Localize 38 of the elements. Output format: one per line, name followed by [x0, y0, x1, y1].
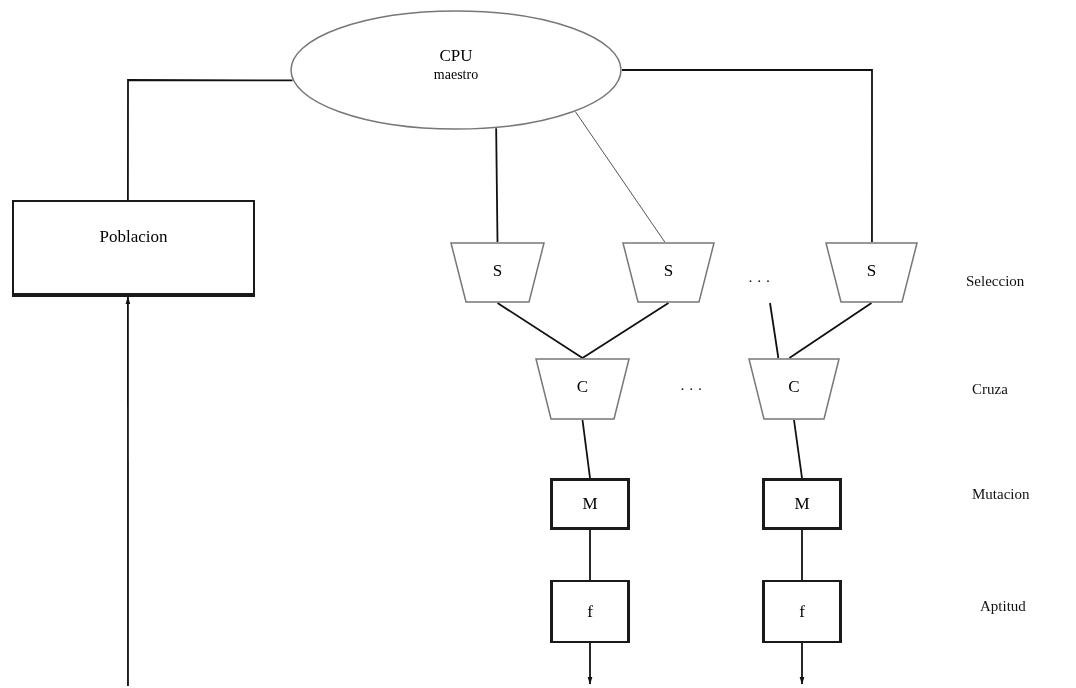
node-label: M: [794, 493, 810, 515]
connector-line: [589, 529, 591, 581]
side-label: Seleccion: [966, 272, 1025, 291]
connector-line: [581, 302, 670, 359]
connector-line: [581, 419, 591, 479]
connector-line: [621, 69, 873, 243]
node-label: Poblacion: [99, 226, 168, 248]
node-label: C: [788, 376, 800, 398]
connector-line: [495, 127, 499, 243]
node-label: f: [799, 600, 805, 623]
arrow: [587, 642, 593, 685]
node-label: C: [576, 376, 589, 398]
side-label: · · ·: [680, 380, 703, 399]
node-label: CPU: [439, 44, 473, 66]
process-box: [762, 580, 842, 643]
connector-line: [788, 302, 873, 359]
side-label: Aptitud: [980, 597, 1026, 616]
connector-line: [574, 111, 666, 243]
arrow: [125, 296, 131, 687]
node-label: M: [582, 493, 598, 515]
process-box: [550, 580, 630, 643]
node-label: S: [492, 259, 503, 282]
side-label: · · ·: [748, 272, 771, 291]
side-label: Mutacion: [972, 485, 1030, 504]
process-box: [12, 200, 255, 297]
node-label: S: [663, 259, 674, 282]
process-box: [762, 478, 842, 530]
node-label: maestro: [433, 65, 479, 84]
connector-line: [769, 302, 780, 359]
arrow: [799, 642, 805, 685]
connector-line: [801, 529, 803, 581]
connector-line: [127, 79, 294, 201]
connector-line: [496, 302, 584, 359]
connector-line: [793, 419, 803, 479]
side-label: Cruza: [972, 380, 1008, 399]
node-label: f: [587, 600, 593, 623]
process-box: [550, 478, 630, 530]
node-label: S: [866, 259, 877, 282]
